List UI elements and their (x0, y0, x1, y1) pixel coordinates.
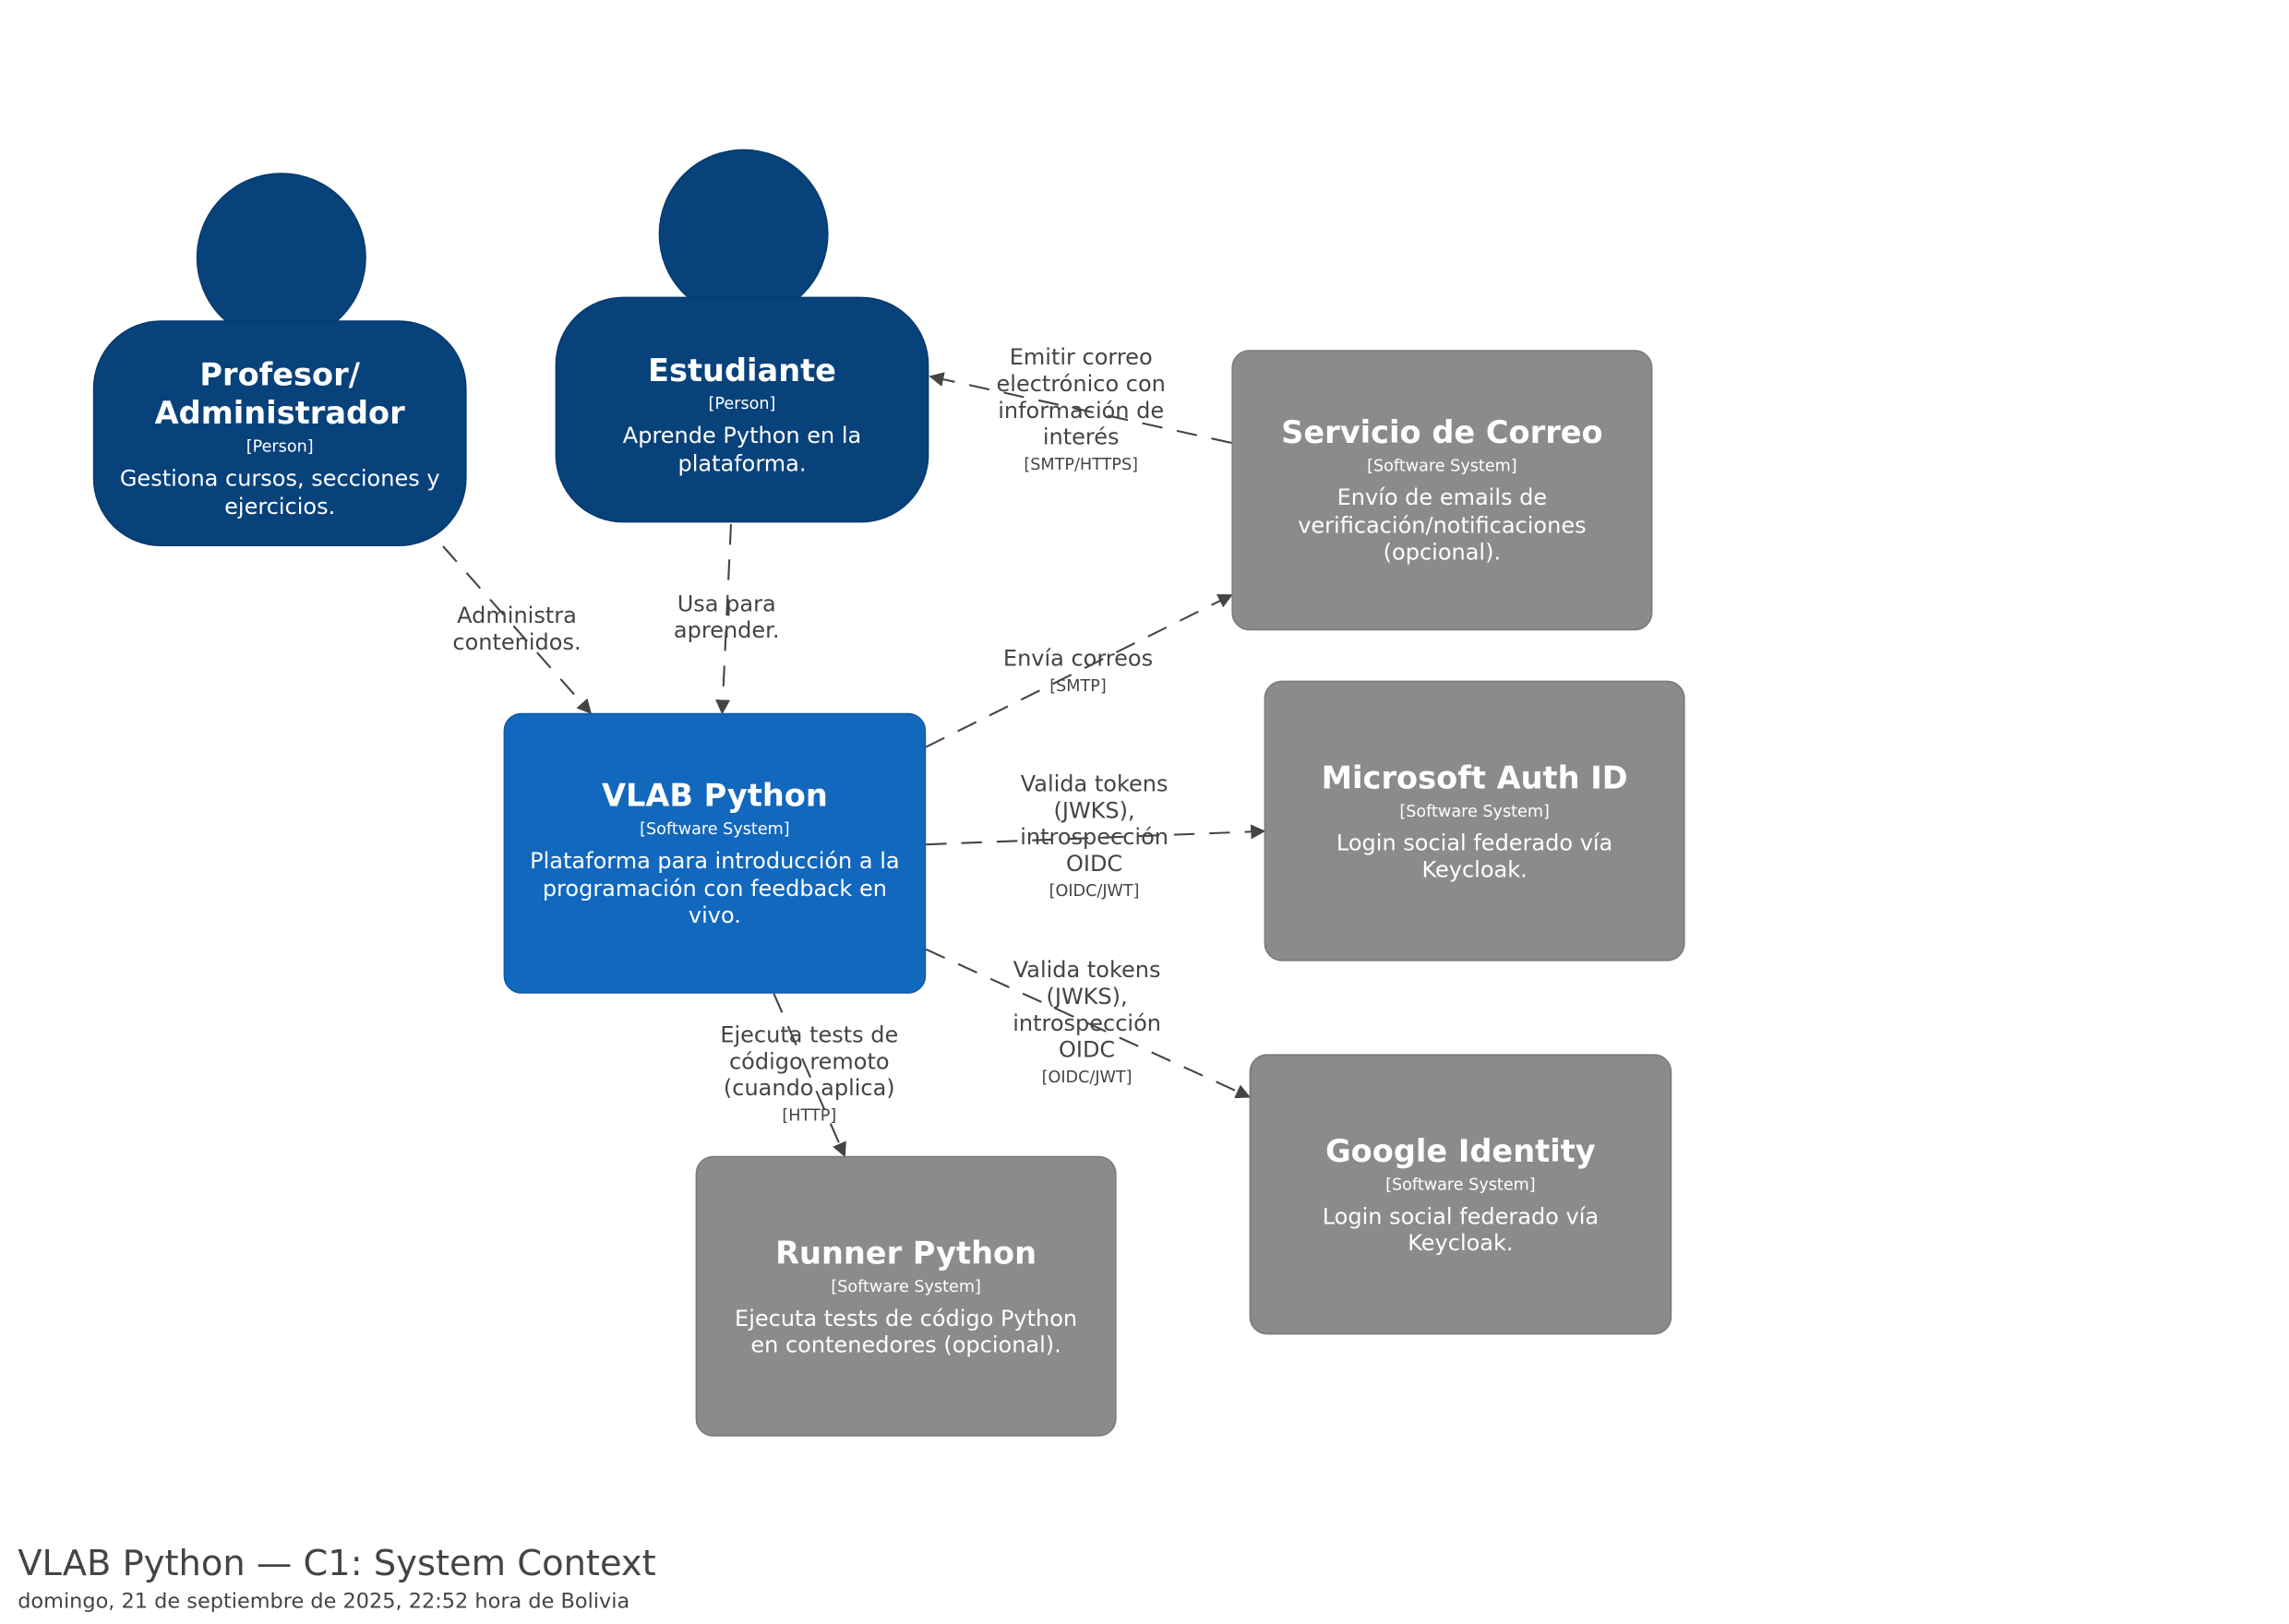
node-name: Google Identity (1325, 1133, 1596, 1169)
edge-label-text: Usa para aprender. (673, 591, 780, 644)
node-tag: [Person] (246, 436, 314, 457)
node-name: Servicio de Correo (1281, 415, 1603, 451)
person-head-icon (196, 173, 366, 343)
node-tag: [Software System] (640, 819, 790, 840)
edge-label-text: Valida tokens (JWKS), introspección OIDC (1020, 770, 1168, 878)
node-tag: [Person] (708, 394, 776, 413)
node-description: Login social federado vía Keycloak. (1336, 829, 1613, 883)
diagram-title: VLAB Python — C1: System Context (18, 1543, 656, 1584)
edge-label-text: Administra contenidos. (452, 602, 581, 656)
node-name: Runner Python (775, 1235, 1037, 1271)
edge-line-vlab-runner (773, 993, 846, 1158)
node-name: Profesor/ Administrador (154, 357, 405, 432)
system-microsoft-auth-id[interactable]: Microsoft Auth ID [Software System] Logi… (1264, 680, 1685, 961)
edge-label-technology: [SMTP/HTTPS] (1024, 454, 1138, 474)
edge-label-profesor-vlab: Administra contenidos. (452, 603, 581, 656)
edge-label-vlab-correo: Envía correos [SMTP] (1003, 645, 1153, 699)
node-name: Estudiante (648, 352, 836, 388)
edge-label-text: Emitir correo electrónico con informació… (996, 343, 1166, 450)
node-description: Ejecuta tests de código Python en conten… (735, 1304, 1078, 1358)
node-tag: [Software System] (1385, 1174, 1536, 1194)
system-google-identity[interactable]: Google Identity [Software System] Login … (1249, 1054, 1672, 1335)
edge-label-vlab-google: Valida tokens (JWKS), introspección OIDC… (1013, 957, 1161, 1090)
person-head-icon (658, 149, 829, 319)
node-tag: [Software System] (1367, 456, 1517, 476)
edge-label-technology: [SMTP] (1049, 675, 1107, 696)
node-description: Aprende Python en la plataforma. (622, 422, 862, 476)
edge-label-vlab-microsoft: Valida tokens (JWKS), introspección OIDC… (1020, 770, 1168, 903)
edge-line-profesor-vlab (442, 545, 593, 714)
edge-line-estudiante-vlab (715, 523, 733, 715)
node-description: Login social federado vía Keycloak. (1322, 1202, 1600, 1257)
edge-line-vlab-correo (925, 593, 1233, 748)
system-servicio-de-correo[interactable]: Servicio de Correo [Software System] Env… (1231, 350, 1653, 631)
system-vlab-python[interactable]: VLAB Python [Software System] Plataforma… (503, 712, 927, 994)
edge-label-technology: [OIDC/JWT] (1041, 1067, 1133, 1087)
node-description: Plataforma para introducción a la progra… (530, 847, 900, 929)
edge-label-text: Ejecuta tests de código remoto (cuando a… (720, 1021, 899, 1102)
diagram-timestamp: domingo, 21 de septiembre de 2025, 22:52… (18, 1590, 630, 1614)
edge-label-estudiante-vlab: Usa para aprender. (674, 591, 780, 644)
node-name: Microsoft Auth ID (1321, 759, 1628, 795)
system-runner-python[interactable]: Runner Python [Software System] Ejecuta … (695, 1155, 1117, 1437)
node-tag: [Software System] (1399, 801, 1550, 820)
person-body: Estudiante [Person] Aprende Python en la… (555, 296, 929, 523)
edge-line-correo-estudiante (929, 372, 1232, 445)
edge-label-text: Valida tokens (JWKS), introspección OIDC (1013, 956, 1161, 1063)
node-tag: [Software System] (831, 1276, 981, 1296)
edge-label-text: Envía correos (1002, 645, 1154, 672)
node-name: VLAB Python (601, 778, 828, 814)
node-description: Envío de emails de verificación/notifica… (1298, 484, 1587, 567)
edge-label-vlab-runner: Ejecuta tests de código remoto (cuando a… (720, 1021, 898, 1128)
person-body: Profesor/ Administrador [Person] Gestion… (92, 320, 467, 546)
node-description: Gestiona cursos, secciones y ejercicios. (119, 465, 440, 519)
edge-line-vlab-google (925, 948, 1252, 1099)
edge-label-technology: [HTTP] (782, 1105, 837, 1126)
edge-label-correo-estudiante: Emitir correo electrónico con informació… (997, 344, 1166, 477)
edge-label-technology: [OIDC/JWT] (1049, 881, 1140, 901)
